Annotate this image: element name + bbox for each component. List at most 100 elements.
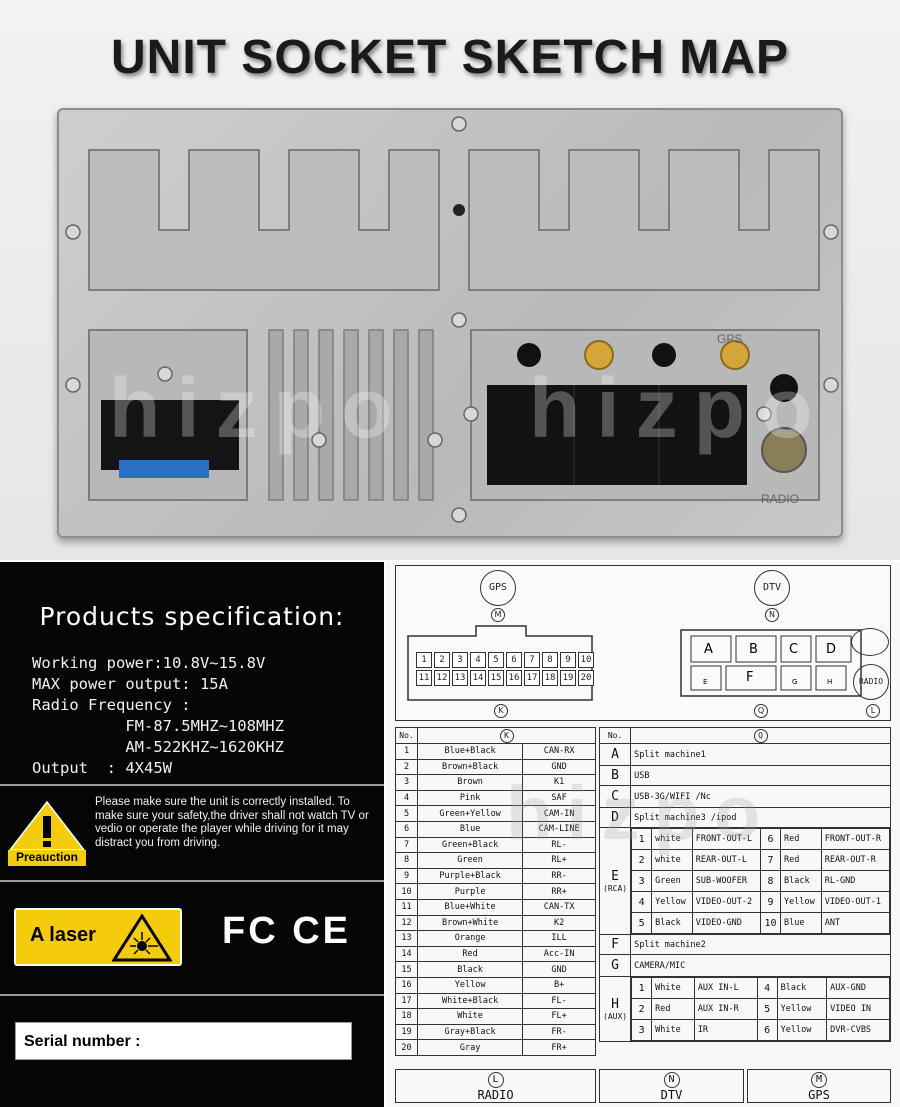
pin-number: 1 (395, 743, 418, 760)
wire-color: Yellow (651, 891, 693, 913)
footer-label: GPS (808, 1088, 830, 1102)
pin-number: 11 (395, 898, 418, 916)
signal-name: RR- (522, 867, 596, 885)
pin-number: 5 (631, 912, 653, 934)
connector-letter-n: N (765, 608, 779, 622)
signal-name: B+ (522, 976, 596, 994)
laser-label: A laser (30, 924, 96, 946)
pin: 20 (578, 670, 594, 686)
warning-text: Please make sure the unit is correctly i… (95, 796, 369, 849)
block-b: B (749, 642, 758, 657)
q-row-desc: Split machine2 (630, 934, 891, 955)
wire-color: Yellow (416, 976, 524, 994)
pin-number: 2 (395, 758, 418, 776)
unit-photo-section: UNIT SOCKET SKETCH MAP (0, 0, 900, 560)
pin-number: 3 (631, 1019, 653, 1041)
col-no: No. (598, 727, 632, 744)
pin-number: 16 (395, 976, 418, 994)
pin: 7 (524, 652, 540, 668)
pin-number: 3 (395, 774, 418, 791)
wire-color: White (651, 977, 695, 999)
e-sub-label: (RCA) (603, 884, 628, 893)
screws (65, 116, 839, 523)
pin: 15 (488, 670, 504, 686)
pin: 14 (470, 670, 486, 686)
pin: 1 (416, 652, 432, 668)
k-pin-grid: 1 2 3 4 5 6 7 8 9 10 11 12 13 14 15 16 1… (416, 652, 594, 686)
pin: 16 (506, 670, 522, 686)
serial-number-label: Serial number : (24, 1033, 141, 1050)
connector-outlines (407, 625, 862, 701)
divider (0, 994, 384, 996)
wire-color: Red (651, 998, 695, 1020)
watermark: hizpo (506, 771, 775, 856)
signal-name: DVR-CVBS (826, 1019, 890, 1041)
pin-number: 1 (631, 977, 653, 999)
footer-letter: N (663, 1072, 680, 1088)
pin-number: 19 (395, 1023, 418, 1041)
pin: 17 (524, 670, 540, 686)
signal-name: ANT (820, 912, 890, 934)
signal-name: VIDEO-OUT-2 (691, 891, 762, 913)
signal-name: GND (522, 961, 596, 978)
wire-color: Orange (416, 930, 524, 947)
pin-number: 10 (760, 912, 782, 934)
unit-back-panel: GPS RADIO hizpo hizpo (57, 108, 843, 538)
watermark: hizpo (529, 361, 829, 455)
pin: 2 (434, 652, 450, 668)
spec-panel: Products specification: Working power:10… (0, 562, 384, 1107)
pin-number: 13 (395, 930, 418, 947)
gps-socket-label: GPS (717, 332, 743, 346)
gps-antenna-socket (584, 340, 614, 370)
wire-color: Black (416, 961, 524, 978)
col-q: Q (630, 727, 891, 744)
q-row-letter: A (598, 743, 632, 766)
pin-number: 12 (395, 914, 418, 932)
pin-number: 17 (395, 992, 418, 1010)
signal-name: VIDEO-GND (691, 912, 762, 934)
pin: 8 (542, 652, 558, 668)
pin-number: 5 (395, 805, 418, 822)
signal-name: FR- (522, 1023, 596, 1041)
signal-name: K2 (522, 914, 596, 932)
wire-color: Brown+White (416, 914, 524, 932)
h-sub-label: (AUX) (603, 1012, 628, 1021)
signal-name: AUX IN-R (693, 998, 758, 1020)
center-hole (453, 204, 465, 216)
block-c: C (789, 642, 799, 657)
spec-line: AM-522KHZ~1620KHZ (32, 738, 284, 756)
pin-number: 4 (631, 891, 653, 913)
connector-letter-k: K (494, 704, 508, 718)
pin-number: 15 (395, 961, 418, 978)
precaution-label: Preauction (15, 850, 78, 864)
pin: 10 (578, 652, 594, 668)
vent-slots (268, 329, 434, 501)
col-no: No. (395, 727, 418, 744)
spec-line: Working power:10.8V~15.8V (32, 654, 266, 672)
pin-number: 18 (395, 1008, 418, 1025)
fuse (119, 460, 209, 478)
wire-color: Green (651, 870, 693, 892)
socket-hole (770, 374, 798, 402)
certification-marks: FC CE (222, 910, 351, 952)
signal-name: RR+ (522, 883, 596, 900)
pin-number: 4 (756, 977, 778, 999)
wiring-diagram: GPS M DTV N RADIO L K Q A B C D E F G H (386, 562, 900, 1107)
wire-color: White+Black (416, 992, 524, 1010)
pin: 3 (452, 652, 468, 668)
radio-circle: RADIO (853, 664, 889, 700)
